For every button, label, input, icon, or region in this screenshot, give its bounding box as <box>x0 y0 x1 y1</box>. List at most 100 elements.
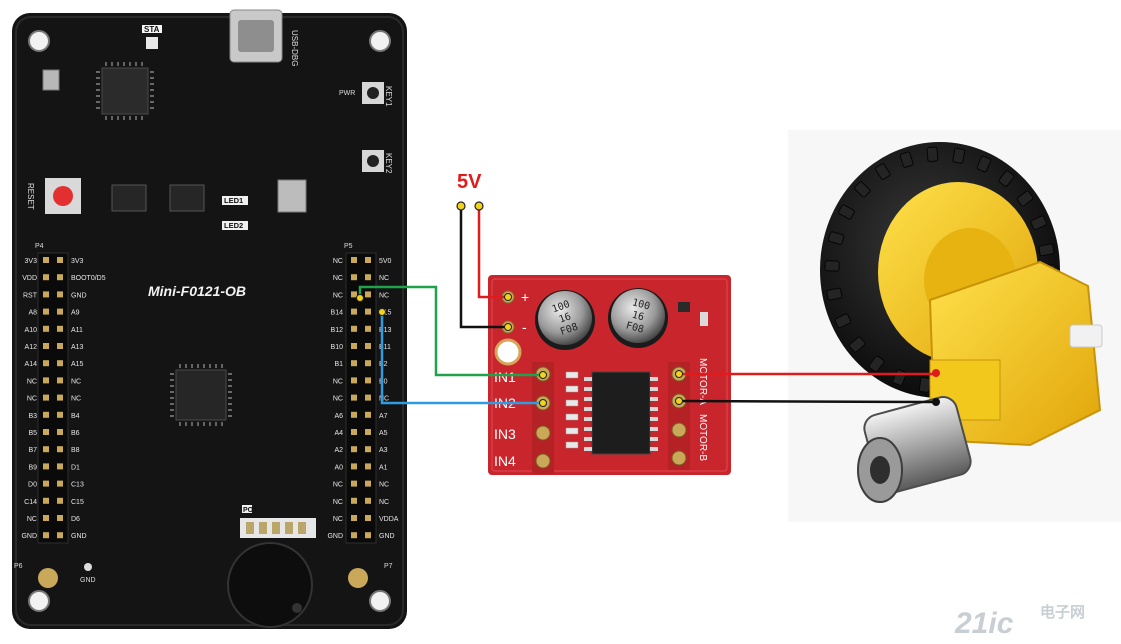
ic-u5 <box>169 184 205 212</box>
pin-label: NC <box>379 292 389 299</box>
ic-u6 <box>111 184 147 212</box>
pin-label: NC <box>333 499 343 506</box>
header-pin <box>365 274 371 281</box>
mount-hole <box>28 590 50 612</box>
sta-label-bg <box>142 25 162 33</box>
capacitor-2: 100 16 F08 <box>608 288 668 348</box>
led1-label: LED1 <box>224 196 243 205</box>
pin-label: GND <box>21 533 37 540</box>
motor-b-label: MOTOR-B <box>697 414 708 461</box>
header-pin <box>351 463 357 470</box>
header-pin <box>43 411 49 418</box>
pin-label: BOOT0/D5 <box>71 275 106 282</box>
header-pin <box>57 394 63 401</box>
crystal <box>42 69 60 91</box>
header-pin <box>365 325 371 332</box>
capacitor-1: 100 16 F08 <box>535 290 595 350</box>
board-pcb <box>12 13 407 629</box>
header-pin <box>351 343 357 349</box>
cap2-line2: 16 <box>631 310 645 324</box>
pin-label: NC <box>333 378 343 385</box>
pot-label: POT <box>243 507 258 514</box>
header-pin <box>365 446 371 453</box>
header-pin <box>43 291 49 298</box>
driver-ic-legs <box>584 377 658 451</box>
pin-label: NC <box>379 275 389 282</box>
pin-label: GND <box>71 292 87 299</box>
header-pin <box>351 274 357 281</box>
header-pin <box>365 515 371 521</box>
header-pin <box>43 308 49 315</box>
pin-label: NC <box>333 258 343 265</box>
chip-pins <box>96 62 154 120</box>
header-pin <box>351 429 357 435</box>
pin-label: B14 <box>331 310 344 317</box>
gnd-pad-right <box>348 568 368 588</box>
wire-green-in1 <box>358 285 543 377</box>
pin-label: C13 <box>71 482 84 489</box>
header-pin <box>57 274 63 281</box>
driver-resistors <box>565 371 579 449</box>
header-pin <box>351 497 357 504</box>
header-pin <box>365 394 371 401</box>
header-pin <box>365 308 371 315</box>
pin-label: B0 <box>379 378 388 385</box>
motor-b-pin1 <box>671 422 687 438</box>
potentiometer-knob <box>227 542 313 628</box>
cap2-line1: 100 <box>631 297 651 312</box>
header-pin <box>57 308 63 315</box>
pwr-label: PWR <box>339 90 355 97</box>
header-pin <box>43 325 49 332</box>
header-pin <box>351 446 357 453</box>
pin-label: RST <box>23 292 38 299</box>
header-pin <box>365 411 371 418</box>
pin-label: B4 <box>71 413 80 420</box>
header-pin <box>57 343 63 349</box>
pin-label: NC <box>333 516 343 523</box>
header-pin <box>43 257 49 263</box>
motor-b-pin2 <box>671 450 687 466</box>
pot-header-pins <box>246 522 306 534</box>
motor-output-header <box>668 362 690 470</box>
header-pin <box>365 480 371 487</box>
pin-label: B2 <box>379 361 388 368</box>
in1-label: IN1 <box>494 369 516 385</box>
header-pin <box>57 532 63 539</box>
pin-label: B13 <box>379 327 392 334</box>
pin-label: B1 <box>334 361 343 368</box>
in3-pin <box>535 425 551 441</box>
pin-label: A4 <box>334 430 343 437</box>
pin-label: GND <box>71 533 87 540</box>
board-title: Mini-F0121-OB <box>148 283 246 299</box>
pin-label: B7 <box>28 447 37 454</box>
pin-label: A2 <box>334 447 343 454</box>
header-pin <box>365 377 371 384</box>
header-pin <box>57 480 63 487</box>
motor-driver-module: + - 100 16 F08 100 16 F08 IN1 IN <box>488 275 731 475</box>
driver-hole <box>494 338 522 366</box>
header-pin <box>57 377 63 384</box>
pin-label: NC <box>71 378 81 385</box>
pin-label: NC <box>333 275 343 282</box>
header-pin <box>43 377 49 384</box>
cap2-line3: F08 <box>625 320 645 335</box>
pin-label: B9 <box>28 464 37 471</box>
watermark-brand: 21ic <box>954 607 1014 640</box>
power-5v-label: 5V <box>457 171 482 193</box>
pin-label: B11 <box>379 344 391 351</box>
pin-label: GND <box>327 533 343 540</box>
led2-label: LED2 <box>224 221 243 230</box>
header-pin <box>351 515 357 521</box>
pin-label: A7 <box>379 413 388 420</box>
header-pin <box>351 411 357 418</box>
header-pin <box>57 291 63 298</box>
mount-hole <box>369 30 391 52</box>
wire-5v-red <box>477 206 508 299</box>
dc-motor <box>857 396 972 503</box>
in3-label: IN3 <box>494 426 516 442</box>
pin-label: C14 <box>24 499 37 506</box>
header-pin <box>365 532 371 539</box>
header-pin <box>43 394 49 401</box>
in4-label: IN4 <box>494 453 516 469</box>
header-pin <box>365 257 371 263</box>
